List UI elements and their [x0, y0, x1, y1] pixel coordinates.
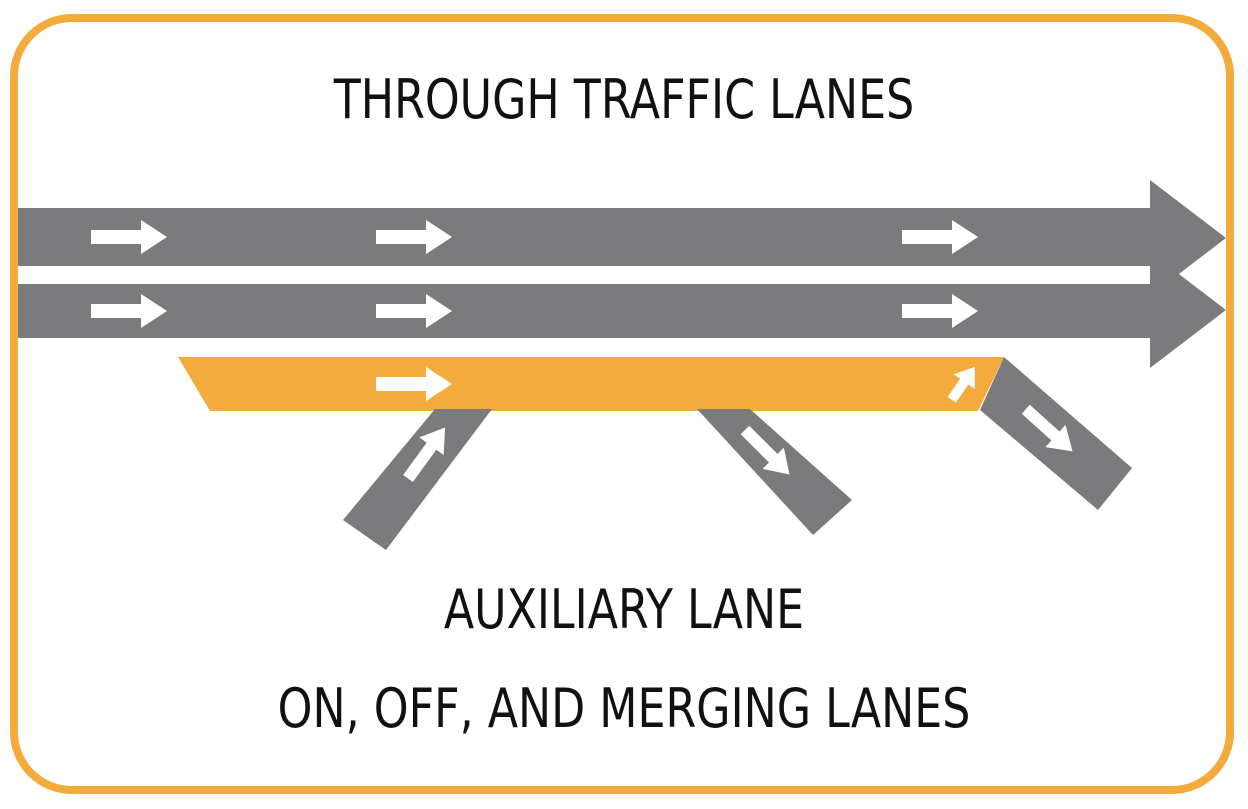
middle-off-ramp — [697, 409, 852, 535]
diagonal-arrow-icon — [1021, 404, 1073, 452]
top-through-lane — [18, 180, 1226, 296]
auxiliary-lane-label: AUXILIARY LANE — [443, 578, 805, 641]
diagonal-arrow-icon — [403, 427, 446, 483]
auxiliary-lane-arrows — [376, 366, 975, 403]
auxiliary-lane — [178, 357, 1004, 411]
diagonal-arrow-icon — [947, 366, 975, 403]
left-on-ramp — [343, 409, 492, 550]
on-off-merging-lanes-label: ON, OFF, AND MERGING LANES — [277, 677, 971, 740]
diagonal-arrow-icon — [740, 425, 790, 475]
through-traffic-lanes-label: THROUGH TRAFFIC LANES — [333, 68, 915, 131]
second-through-lane — [18, 252, 1226, 368]
ramp-arrows — [403, 404, 1073, 483]
